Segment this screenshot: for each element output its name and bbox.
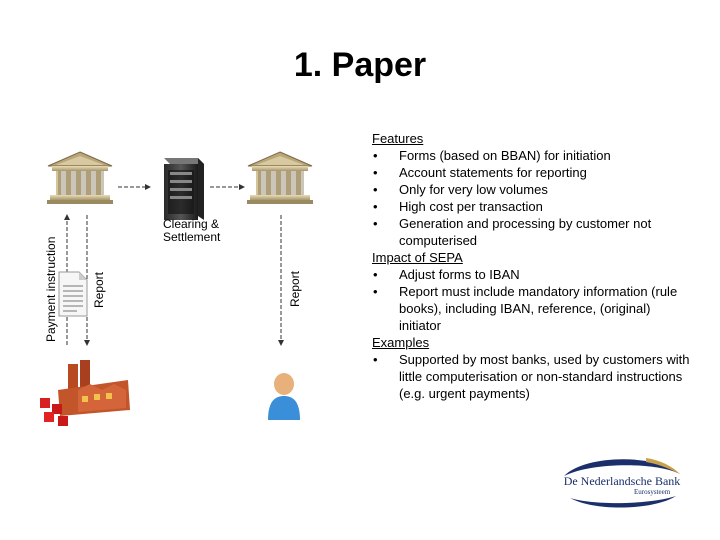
clearing-label-line2: Settlement [163,230,221,244]
bullet: • [373,284,378,299]
bullet: • [373,148,378,163]
factory-icon [40,360,130,426]
logo-swoosh-icon [564,458,680,508]
bullet: • [373,267,378,282]
list-item: •Forms (based on BBAN) for initiation [373,148,611,163]
list-item: •Generation and processing by customer n… [373,216,652,248]
list-item: •Report must include mandatory informati… [373,284,678,333]
bullet: • [373,352,378,367]
description-text: Features •Forms (based on BBAN) for init… [372,130,692,402]
document-icon [58,271,88,317]
bank-icon [47,151,113,204]
page-title: 1. Paper [293,46,427,84]
payment-instruction-label: Payment instruction [44,236,58,342]
logo-subtitle: Eurosysteem [634,488,671,496]
bullet: • [373,182,378,197]
logo-name: De Nederlandsche Bank [563,474,681,488]
dnb-logo: De Nederlandsche Bank Eurosysteem [556,454,686,510]
report-label-right: Report [288,270,302,307]
server-icon [164,158,204,220]
bullet: • [373,199,378,214]
list-item: •Supported by most banks, used by custom… [373,352,690,401]
list-item: •Adjust forms to IBAN [373,267,520,282]
features-heading: Features [372,131,424,146]
report-label-left: Report [92,271,106,308]
clearing-settlement-label: Clearing & Settlement [163,218,220,244]
list-item: •Account statements for reporting [373,165,587,180]
bullet: • [373,165,378,180]
bank-icon [247,151,313,204]
list-item: •Only for very low volumes [373,182,548,197]
bullet: • [373,216,378,231]
person-icon [268,373,300,420]
clearing-label-line1: Clearing & [163,217,220,231]
list-item: •High cost per transaction [373,199,543,214]
examples-heading: Examples [372,335,430,350]
impact-heading: Impact of SEPA [372,250,463,265]
